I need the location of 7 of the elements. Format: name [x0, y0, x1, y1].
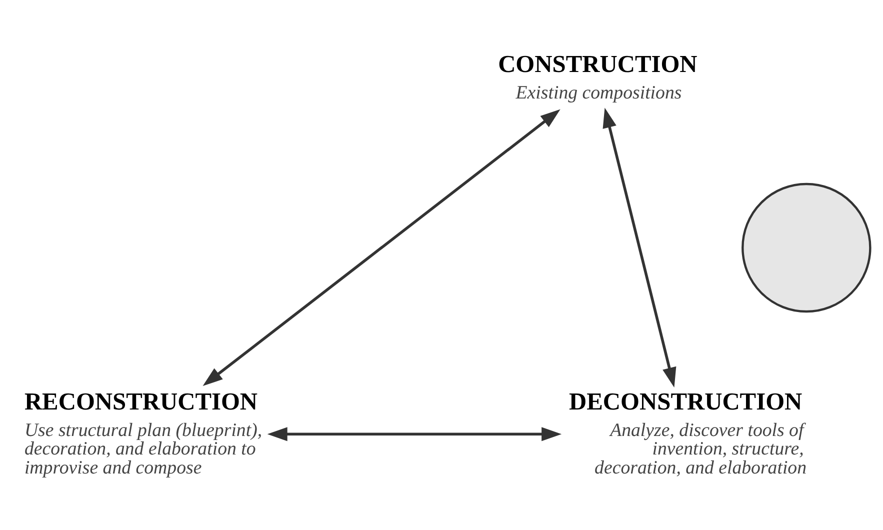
arrow: [267, 426, 562, 441]
arrow: [602, 107, 676, 388]
node-circle: [742, 182, 872, 312]
node-text: CONSTRUCTION Existing compositions: [498, 50, 698, 104]
arrow: [202, 108, 560, 386]
node-text: DECONSTRUCTION Analyze, discover tools of invention, structure, decoration, and elaboration: [569, 388, 807, 478]
node-text: RECONSTRUCTION Use structural plan (blueprint), decoration, and elaboration to improvise and compose: [24, 388, 262, 478]
